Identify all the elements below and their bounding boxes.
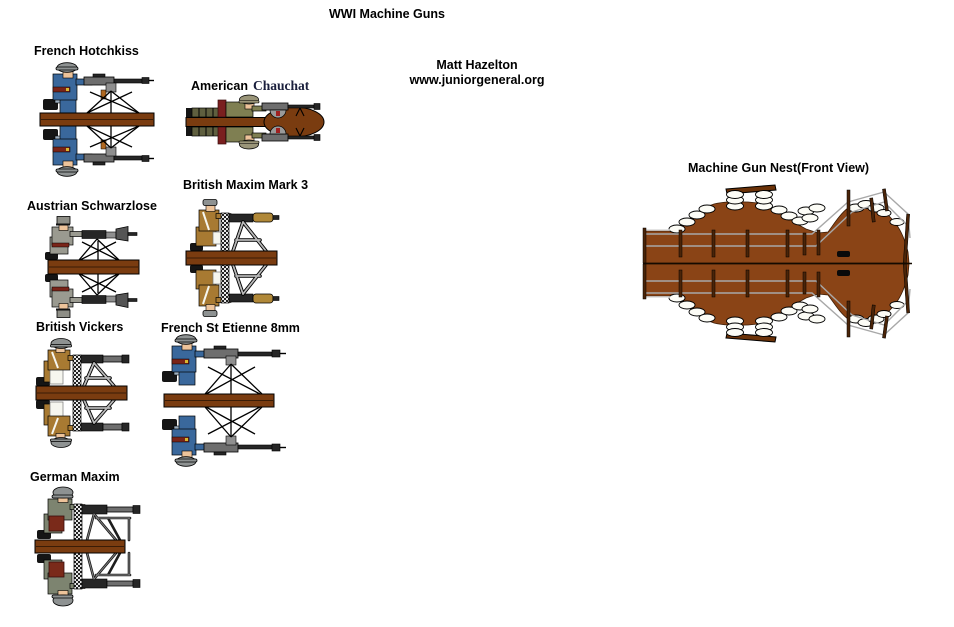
soldier-and-gun <box>37 486 141 542</box>
label-british-vickers: British Vickers <box>36 320 124 334</box>
machine-gun-nest-figure <box>642 184 912 343</box>
british-vickers-figure <box>34 338 131 450</box>
gun-sight <box>92 73 106 78</box>
label-machine-gun-nest: Machine Gun Nest(Front View) <box>688 161 870 175</box>
austrian-schwarzlose-figure <box>44 216 140 319</box>
gun-receiver <box>80 354 104 364</box>
ammo-belt <box>72 354 82 387</box>
water-jacket <box>252 212 274 223</box>
belt <box>52 86 71 93</box>
feed-strip <box>100 89 107 100</box>
gun-receiver <box>81 504 108 515</box>
gun-receiver <box>228 213 254 223</box>
service-cap <box>202 199 218 206</box>
soldier-and-gun <box>45 216 138 261</box>
magazine-detail <box>276 111 280 116</box>
belt <box>51 242 70 248</box>
tripod <box>78 238 120 261</box>
gun-barrel <box>287 104 315 109</box>
french-hotchkiss-figure <box>39 62 155 178</box>
muzzle-rod <box>127 232 138 236</box>
gun-muzzle <box>271 349 281 358</box>
field-cap <box>56 216 71 225</box>
boot <box>162 371 177 382</box>
torso <box>47 349 71 371</box>
gun-port <box>837 251 850 257</box>
gun-muzzle <box>313 103 321 110</box>
helmet-brim <box>50 344 72 348</box>
helmet-brim <box>174 338 198 343</box>
british-maxim-figure <box>185 199 281 319</box>
helmet-brim <box>238 100 260 104</box>
belt <box>171 358 190 365</box>
credit-website: www.juniorgeneral.org <box>409 73 545 87</box>
tripod <box>82 361 116 388</box>
ammo-belt <box>73 503 83 541</box>
ammo-belt <box>220 212 230 252</box>
sandbags <box>668 190 905 234</box>
page-title: WWI Machine Guns <box>329 7 445 21</box>
gun-muzzle <box>121 354 130 364</box>
label-american-chauchat: American Chauchat <box>191 78 309 94</box>
label-german-maxim: German Maxim <box>30 470 120 484</box>
ammo-pouch <box>48 515 65 532</box>
gun-barrel <box>106 506 134 513</box>
gun-barrel <box>237 351 273 357</box>
label-austrian-schwarzlose: Austrian Schwarzlose <box>27 199 157 213</box>
bipod-leg <box>295 107 301 117</box>
label-french-st-etienne: French St Etienne 8mm <box>161 321 300 335</box>
gun-receiver <box>261 102 289 111</box>
label-american: American <box>191 79 248 93</box>
label-french-hotchkiss: French Hotchkiss <box>34 44 139 58</box>
french-st-etienne-figure <box>161 334 287 467</box>
strap <box>51 351 59 369</box>
cone-flash-hider <box>115 226 129 242</box>
tripod <box>204 363 263 395</box>
buckle <box>66 88 69 91</box>
boots <box>186 108 193 117</box>
credit-block: Matt Hazelton www.juniorgeneral.org <box>377 58 577 88</box>
tripod <box>231 220 268 253</box>
label-chauchat: Chauchat <box>252 78 310 93</box>
soldier-and-gun <box>186 94 321 119</box>
pack <box>217 99 227 118</box>
fence-posts <box>642 188 910 264</box>
gun-mount <box>225 355 237 366</box>
cap-brim <box>56 223 70 226</box>
gun-sight <box>213 345 227 350</box>
tripod <box>86 90 140 114</box>
nest-half <box>642 184 911 264</box>
gun-muzzle <box>272 215 280 220</box>
german-maxim-figure <box>34 486 142 608</box>
strap <box>202 211 210 231</box>
gun-muzzle <box>141 77 150 84</box>
buckle <box>185 360 188 363</box>
gun-mount <box>105 82 117 93</box>
soldier-and-gun <box>162 334 286 395</box>
gun-barrel <box>113 78 143 84</box>
legs <box>191 107 223 118</box>
gun-barrel <box>102 355 123 363</box>
soldier-and-gun <box>43 62 154 114</box>
label-british-maxim: British Maxim Mark 3 <box>183 178 309 192</box>
gun-muzzle <box>132 505 141 514</box>
boot <box>43 99 58 110</box>
helmet-brim <box>51 494 74 499</box>
bipod-leg <box>299 107 305 117</box>
credit-author: Matt Hazelton <box>436 58 518 72</box>
soldier-and-gun <box>190 199 280 253</box>
helmet-brim <box>55 66 79 71</box>
gun-body <box>105 231 117 239</box>
sled-mount <box>85 512 132 542</box>
soldier-and-gun <box>36 338 130 388</box>
gun-receiver <box>81 230 107 239</box>
american-chauchat-figure <box>185 94 325 150</box>
